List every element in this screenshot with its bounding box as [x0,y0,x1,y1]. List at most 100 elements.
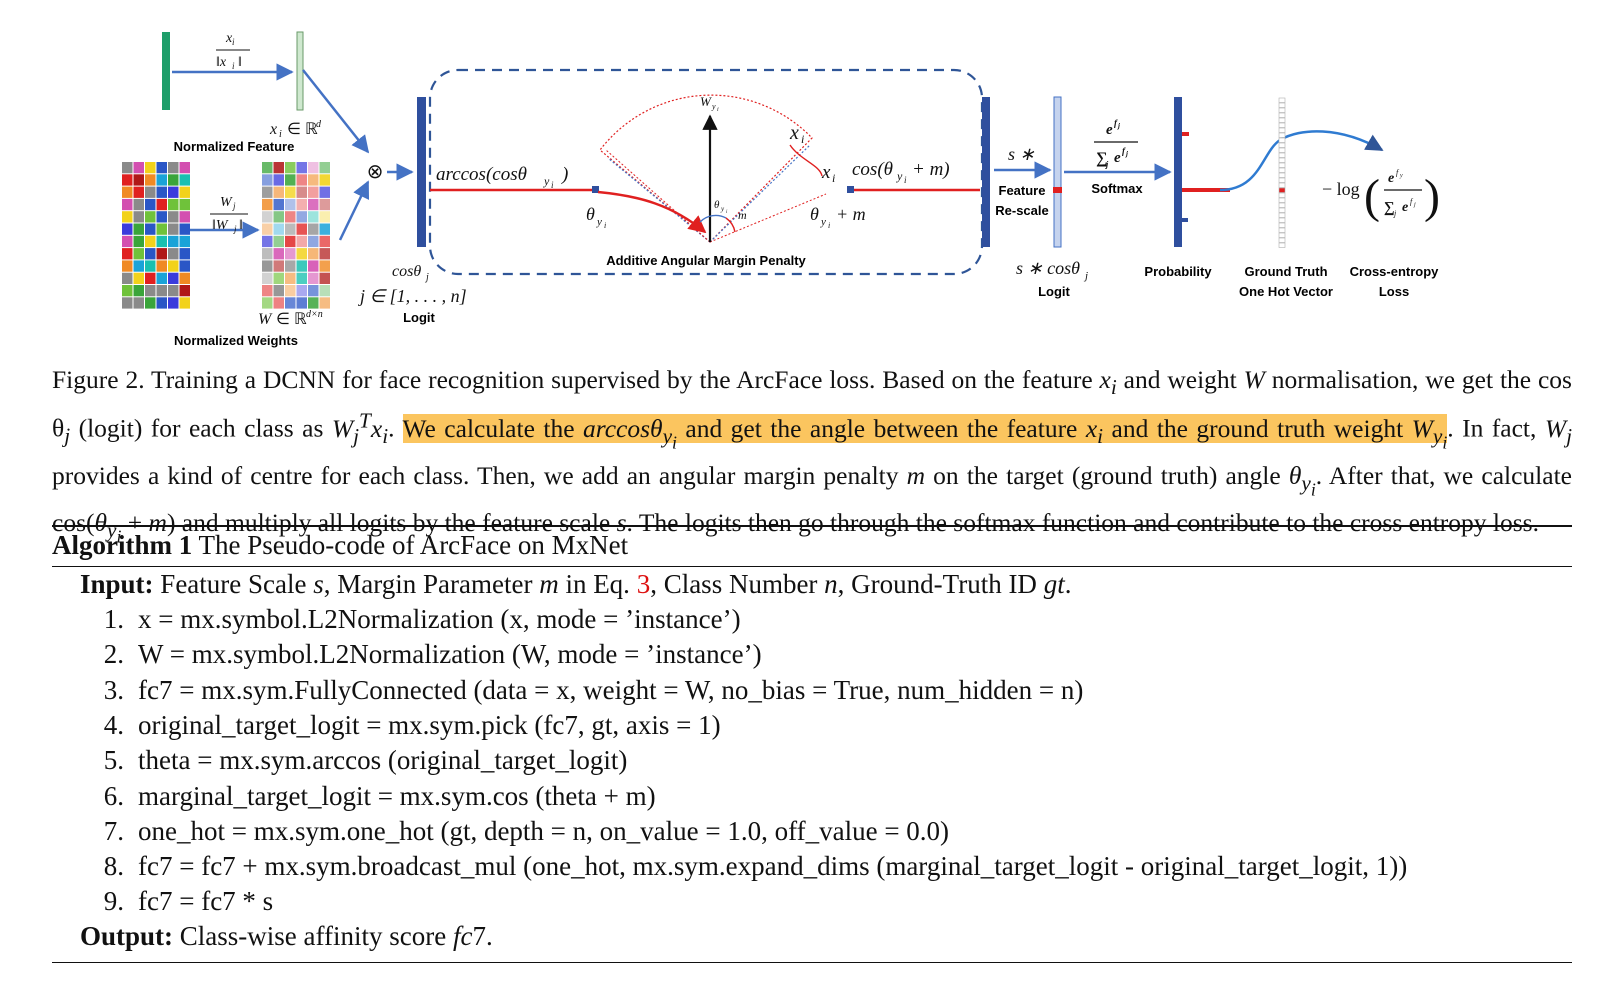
algorithm-input: Input: Feature Scale s, Margin Parameter… [80,569,1072,599]
svg-text:e: e [1106,122,1113,138]
matrix-cell [145,174,156,186]
one-hot-cell [1278,117,1286,123]
algorithm-mid-rule [52,566,1572,567]
line-number: 6. [103,780,124,811]
matrix-cell [179,186,190,198]
matrix-cell [145,186,156,198]
svg-text:e: e [1402,200,1408,215]
one-hot-cell [1278,112,1286,118]
svg-text:x: x [789,122,799,144]
matrix-cell [156,223,167,235]
matrix-cell [308,260,319,272]
svg-text:y: y [596,216,602,228]
line-code: original_target_logit = mx.sym.pick (fc7… [138,709,721,740]
algorithm-bottom-rule [52,962,1572,963]
svg-text:Re-scale: Re-scale [995,203,1048,218]
matrix-cell [145,248,156,260]
svg-text:j: j [232,201,236,211]
matrix-cell [262,260,273,272]
normalized-feature-vector [296,31,304,111]
line-number: 3. [103,674,124,705]
matrix-cell [156,260,167,272]
line-code: W = mx.symbol.L2Normalization (W, mode =… [138,639,762,670]
matrix-cell [133,162,144,174]
matrix-cell [156,248,167,260]
matrix-cell [179,162,190,174]
svg-text:y: y [1399,173,1403,179]
svg-text:m: m [738,208,747,222]
line-code: fc7 = mx.sym.FullyConnected (data = x, w… [138,674,1084,705]
svg-text:θ: θ [810,204,819,224]
line-code: theta = mx.sym.arccos (original_target_l… [138,745,628,776]
matrix-cell [156,186,167,198]
matrix-cell [179,297,190,309]
svg-text:i: i [232,37,235,47]
matrix-cell [156,272,167,284]
matrix-cell [308,186,319,198]
matrix-cell [122,223,133,235]
svg-text:y: y [896,169,903,183]
matrix-cell [319,248,330,260]
one-hot-cell [1278,122,1286,128]
svg-text:W: W [258,311,273,328]
matrix-cell [262,285,273,297]
matrix-cell [296,162,307,174]
matrix-cell [296,260,307,272]
matrix-cell [308,198,319,211]
svg-text:i: i [551,180,554,190]
one-hot-cell [1278,217,1286,223]
one-hot-cell [1278,147,1286,153]
matrix-cell [273,285,284,297]
svg-text:Ground Truth: Ground Truth [1244,264,1327,279]
svg-text:i: i [604,221,606,230]
one-hot-cell [1278,127,1286,133]
matrix-cell [308,272,319,284]
matrix-cell [273,297,284,309]
svg-text:e: e [1114,150,1121,166]
svg-text:One Hot Vector: One Hot Vector [1239,284,1333,299]
line-code: fc7 = fc7 * s [138,886,274,917]
one-hot-cell [1278,202,1286,208]
svg-text:− log: − log [1322,179,1360,199]
matrix-cell [262,297,273,309]
line-code: fc7 = fc7 + mx.sym.broadcast_mul (one_ho… [138,851,1408,882]
matrix-cell [179,285,190,297]
algorithm-line: 5. theta = mx.sym.arccos (original_target… [82,745,628,776]
matrix-cell [122,272,133,284]
one-hot-cell [1278,107,1286,113]
matrix-cell [285,248,296,260]
svg-text:x: x [225,31,233,46]
matrix-cell [308,211,319,223]
matrix-cell [296,223,307,235]
svg-text:j: j [1125,150,1128,158]
matrix-cell [273,260,284,272]
algorithm-line: 3. fc7 = mx.sym.FullyConnected (data = x,… [82,674,1084,706]
svg-text:): ) [561,164,568,185]
svg-text:∑: ∑ [1384,200,1395,216]
logit-bar [417,97,426,247]
matrix-cell [262,162,273,174]
matrix-cell [308,162,319,174]
matrix-cell [122,235,133,248]
svg-text:i: i [828,221,830,230]
matrix-cell [262,198,273,211]
svg-text:Cross-entropy: Cross-entropy [1350,264,1440,279]
matrix-cell [273,248,284,260]
normalized-feature-label: Normalized Feature [174,139,295,154]
algorithm-line: 8.fc7 = fc7 + mx.sym.broadcast_mul (one_… [82,851,1407,882]
matrix-cell [168,198,179,211]
matrix-cell [262,174,273,186]
equation-ref-link[interactable]: 3 [636,569,651,599]
svg-text:x: x [269,121,277,138]
svg-text:j: j [1117,122,1120,130]
matrix-cell [156,162,167,174]
line-number: 5. [103,745,124,776]
matrix-cell [285,223,296,235]
svg-text:j: j [424,272,429,283]
matrix-cell [179,211,190,223]
svg-text:W: W [700,94,712,109]
matrix-cell [145,235,156,248]
matrix-cell [122,248,133,260]
matrix-cell [145,272,156,284]
svg-text:i: i [726,210,728,215]
